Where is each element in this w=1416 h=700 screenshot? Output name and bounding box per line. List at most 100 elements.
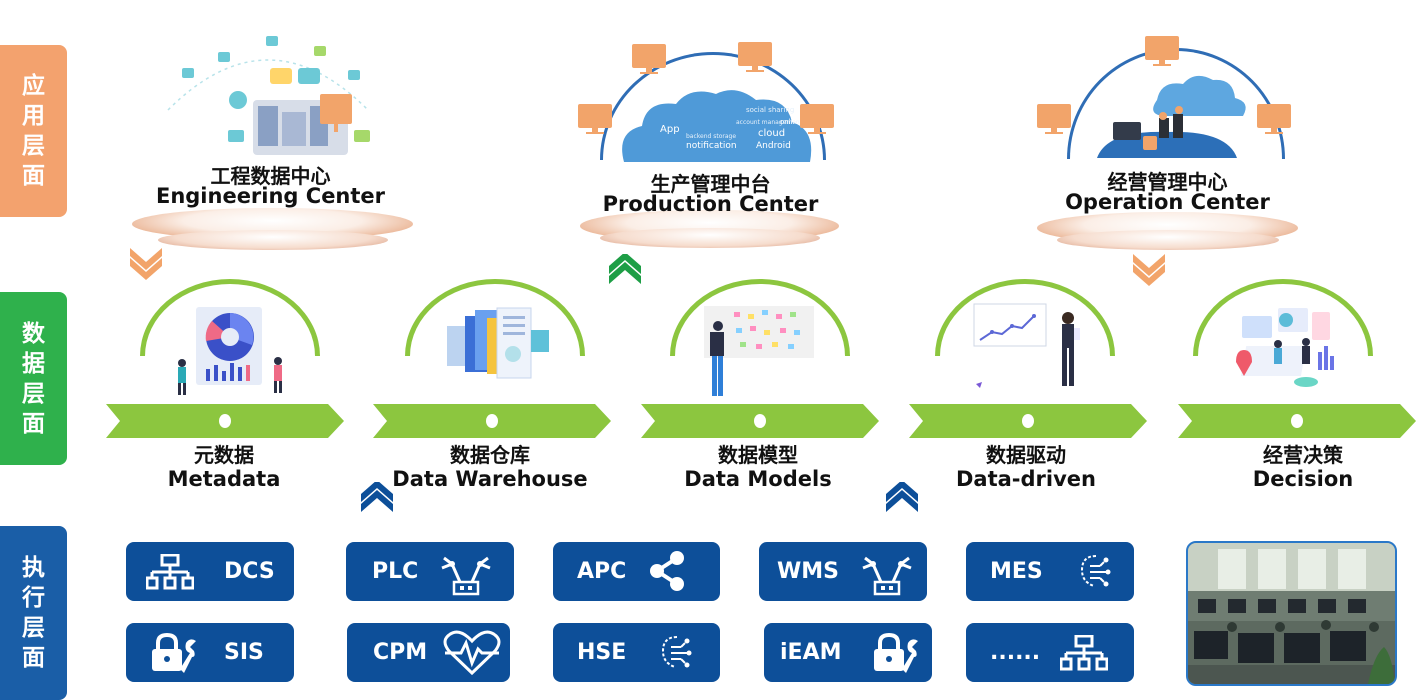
robot-arm-icon xyxy=(441,556,491,596)
production-center-en: Production Center xyxy=(602,192,819,216)
cloud-word-backend: backend storage xyxy=(686,133,736,140)
hse-button[interactable]: HSE xyxy=(553,623,720,682)
engineering-center-en: Engineering Center xyxy=(155,184,386,208)
metadata-en: Metadata xyxy=(167,467,281,491)
metadata-band xyxy=(106,404,344,438)
wrench-icon xyxy=(874,633,918,673)
mes-button[interactable]: MES xyxy=(966,542,1134,601)
more-button[interactable]: ...... xyxy=(966,623,1134,682)
engineering-illustration xyxy=(167,36,370,155)
models-label: 数据模型 Data Models xyxy=(648,443,868,492)
plc-button[interactable]: PLC xyxy=(346,542,514,601)
operation-center: 经营管理中心 Operation Center xyxy=(1035,36,1300,250)
ieam-button[interactable]: iEAM xyxy=(764,623,932,682)
plc-label: PLC xyxy=(372,559,419,584)
decision-cn: 经营决策 xyxy=(1263,443,1343,467)
wrench-icon xyxy=(152,633,196,673)
warehouse-band xyxy=(373,404,611,438)
decision-en: Decision xyxy=(1252,467,1354,491)
apc-label: APC xyxy=(577,559,627,584)
cloud-word-social: social sharing xyxy=(746,106,794,114)
engineering-center-cn: 工程数据中心 xyxy=(210,164,331,188)
operation-platform-base xyxy=(1057,230,1279,250)
driven-node xyxy=(1022,414,1034,428)
control-room-photo xyxy=(1186,541,1397,686)
models-illustration xyxy=(704,306,814,396)
mes-label: MES xyxy=(990,559,1043,584)
decision-label: 经营决策 Decision xyxy=(1193,443,1413,492)
execution-layer-label: 执行层面 xyxy=(0,526,67,700)
driven-illustration xyxy=(973,303,1080,388)
cpm-button[interactable]: CPM xyxy=(347,623,510,682)
metadata-node xyxy=(219,414,231,428)
monitor-icon xyxy=(632,44,666,74)
up-arrow-icon xyxy=(886,482,918,512)
engineering-center: 工程数据中心 Engineering Center xyxy=(128,30,413,250)
cloud-word-app: App xyxy=(660,124,680,135)
decision-band xyxy=(1178,404,1416,438)
down-arrow-icon xyxy=(1133,254,1165,286)
hse-label: HSE xyxy=(577,640,627,665)
up-arrow-icon xyxy=(609,254,641,284)
robot-arm-icon xyxy=(862,556,912,596)
circuit-icon xyxy=(661,636,692,668)
warehouse-node xyxy=(486,414,498,428)
driven-label: 数据驱动 Data-driven xyxy=(916,443,1136,492)
driven-en: Data-driven xyxy=(956,467,1096,491)
heartbeat-icon xyxy=(443,630,501,676)
monitor-icon xyxy=(1037,104,1071,134)
warehouse-cn: 数据仓库 xyxy=(450,443,530,467)
application-layer-label: 应用层面 xyxy=(0,45,67,217)
control-room-illustration xyxy=(1188,543,1395,684)
metadata-label: 元数据 Metadata xyxy=(124,443,324,492)
apc-button[interactable]: APC xyxy=(553,542,720,601)
models-band xyxy=(641,404,879,438)
models-node xyxy=(754,414,766,428)
data-layer-label: 数据层面 xyxy=(0,292,67,465)
metadata-cn: 元数据 xyxy=(194,443,254,467)
wms-button[interactable]: WMS xyxy=(759,542,927,601)
monitor-icon xyxy=(800,104,834,134)
wms-label: WMS xyxy=(777,559,840,584)
operation-center-cn: 经营管理中心 xyxy=(1107,170,1228,194)
cloud-word-android: Android xyxy=(756,141,791,151)
down-arrow-icon xyxy=(130,248,162,280)
dcs-label: DCS xyxy=(224,559,275,584)
engineering-platform-base xyxy=(158,230,388,250)
production-center: App cloud notification Android online so… xyxy=(578,40,843,250)
monitor-icon xyxy=(1145,36,1179,66)
decision-node xyxy=(1291,414,1303,428)
more-label: ...... xyxy=(990,640,1041,665)
models-en: Data Models xyxy=(684,467,832,491)
cloud-word-cloud: cloud xyxy=(758,128,785,139)
monitor-icon xyxy=(578,104,612,134)
production-center-cn: 生产管理中台 xyxy=(650,172,771,196)
circuit-icon xyxy=(1080,555,1111,587)
metadata-illustration xyxy=(178,307,282,395)
monitor-icon xyxy=(1257,104,1291,134)
driven-band xyxy=(909,404,1147,438)
monitor-icon xyxy=(738,42,772,72)
cloud-illustration: App cloud notification Android online so… xyxy=(622,90,812,162)
dcs-button[interactable]: DCS xyxy=(126,542,294,601)
driven-cn: 数据驱动 xyxy=(986,443,1066,467)
network-icon xyxy=(146,554,194,590)
up-arrow-icon xyxy=(361,482,393,512)
models-cn: 数据模型 xyxy=(718,443,798,467)
ieam-label: iEAM xyxy=(780,640,842,665)
warehouse-en: Data Warehouse xyxy=(392,467,588,491)
cpm-label: CPM xyxy=(373,640,428,665)
sis-label: SIS xyxy=(224,640,264,665)
cloud-word-online: online xyxy=(780,118,801,126)
cloud-word-account: account management xyxy=(736,119,803,126)
cloud-word-notification: notification xyxy=(686,141,737,151)
decision-illustration xyxy=(1236,308,1334,387)
production-platform-base xyxy=(600,228,820,248)
operation-center-en: Operation Center xyxy=(1065,190,1270,214)
operation-illustration xyxy=(1097,75,1246,158)
warehouse-illustration xyxy=(447,307,549,379)
warehouse-label: 数据仓库 Data Warehouse xyxy=(380,443,600,492)
share-icon xyxy=(650,551,684,591)
sis-button[interactable]: SIS xyxy=(126,623,294,682)
network-icon xyxy=(1060,635,1108,671)
